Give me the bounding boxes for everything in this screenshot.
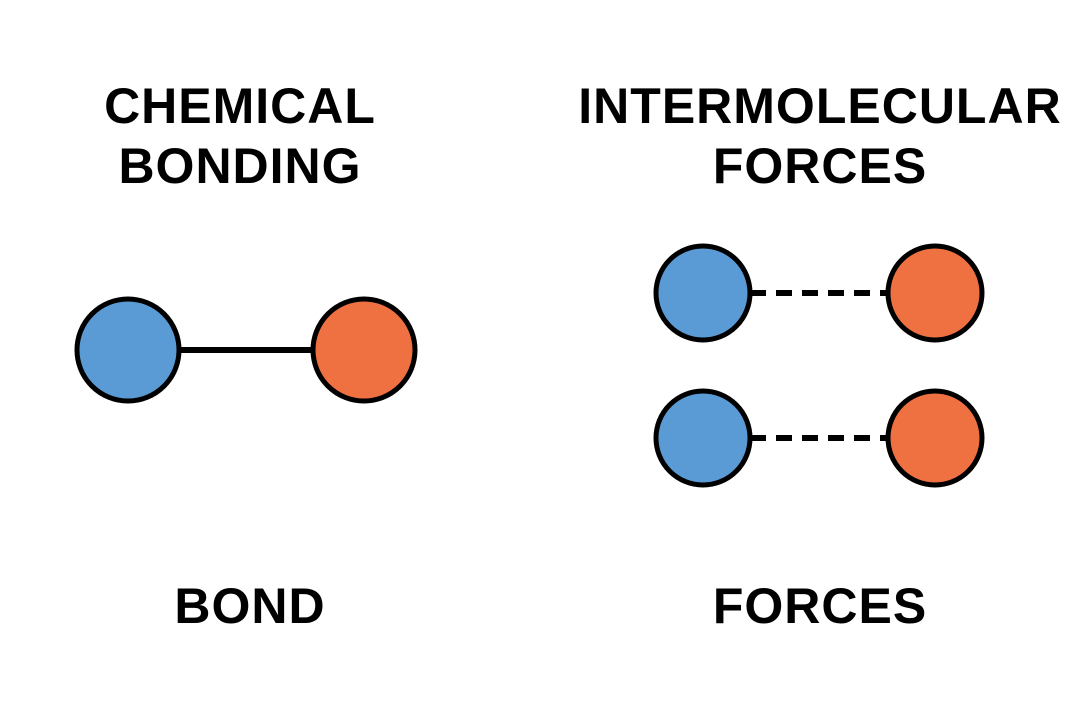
- force-pair-top: [653, 243, 985, 343]
- atom-a: [653, 388, 753, 488]
- atom-a: [74, 296, 182, 404]
- forces-caption: FORCES: [712, 578, 928, 634]
- atom-b: [310, 296, 418, 404]
- heading-line: CHEMICAL: [104, 78, 376, 134]
- bond-molecule: [74, 296, 418, 404]
- intermolecular-forces-heading: INTERMOLECULAR FORCES: [560, 76, 1080, 196]
- heading-line: INTERMOLECULAR: [578, 78, 1062, 134]
- bond-caption: BOND: [174, 578, 326, 634]
- atom-a: [653, 243, 753, 343]
- force-pair-bottom: [653, 388, 985, 488]
- heading-line: FORCES: [712, 138, 928, 194]
- heading-line: BONDING: [118, 138, 362, 194]
- chemical-bonding-heading: CHEMICAL BONDING: [60, 76, 420, 196]
- atom-b: [885, 388, 985, 488]
- atom-b: [885, 243, 985, 343]
